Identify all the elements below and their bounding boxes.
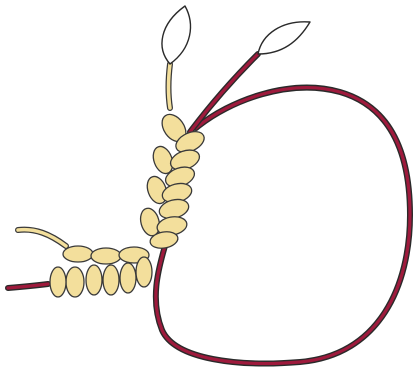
husk-tail-left — [18, 230, 66, 246]
husk-stem-top — [169, 64, 171, 108]
bead-row-lower — [50, 246, 152, 297]
leaf-left — [162, 6, 190, 64]
cord-left-tail — [8, 284, 48, 288]
bead — [50, 267, 66, 297]
bead-column-upper — [138, 110, 208, 250]
cord-upper-strand — [190, 54, 258, 132]
bead — [136, 257, 152, 287]
bead — [63, 246, 93, 262]
bead — [91, 248, 121, 264]
bead — [86, 265, 102, 295]
bead — [66, 267, 84, 297]
leaf-right — [258, 22, 310, 54]
bead — [120, 263, 136, 293]
bead — [103, 265, 119, 295]
